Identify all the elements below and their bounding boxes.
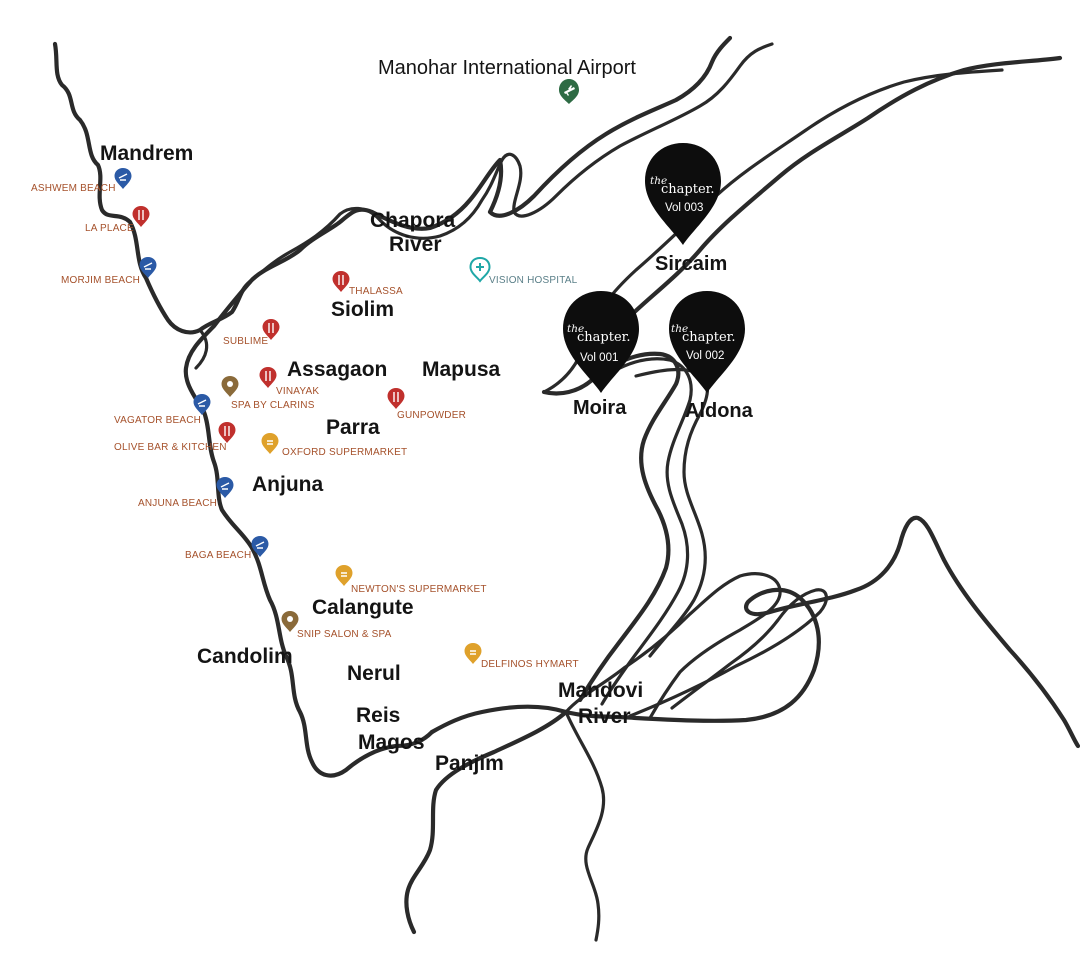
town-magos: Magos <box>358 731 425 754</box>
chapter-vol-label: Vol 003 <box>665 202 703 214</box>
town-parra: Parra <box>326 416 380 439</box>
chapter-brand-the: the <box>567 323 584 335</box>
restaurant-icon[interactable] <box>132 206 150 227</box>
restaurant-icon[interactable] <box>332 271 350 292</box>
river-label-mandovi-2: River <box>578 705 631 728</box>
town-reis: Reis <box>356 704 400 727</box>
poi-anjuna-beach: ANJUNA BEACH <box>138 498 217 509</box>
spa-icon[interactable] <box>221 376 239 397</box>
poi-pins: ASHWEM BEACH LA PLACE MORJIM BEACH THALA… <box>31 168 579 670</box>
beach-icon[interactable] <box>193 394 211 415</box>
restaurant-icon[interactable] <box>218 422 236 443</box>
town-mapusa: Mapusa <box>422 358 501 381</box>
airport[interactable]: Manohar International Airport <box>378 57 636 104</box>
poi-baga-beach: BAGA BEACH <box>185 550 251 561</box>
poi-thalassa: THALASSA <box>349 286 403 297</box>
chapter-brand-word: chapter. <box>661 182 715 197</box>
restaurant-icon[interactable] <box>387 388 405 409</box>
beach-icon[interactable] <box>139 257 157 278</box>
supermarket-icon[interactable] <box>335 565 353 586</box>
hospital-icon[interactable] <box>469 256 491 283</box>
river-label-mandovi-1: Mandovi <box>558 679 643 702</box>
chapter-brand-the: the <box>671 323 688 335</box>
chapter-pin-sircaim[interactable]: the chapter. Vol 003 <box>645 143 721 245</box>
aldona-river <box>600 357 693 706</box>
river-label-chapora-2: River <box>389 233 442 256</box>
poi-snip-salon: SNIP SALON & SPA <box>297 629 392 640</box>
rivers <box>52 35 1080 942</box>
airplane-icon <box>559 79 579 104</box>
supermarket-icon[interactable] <box>464 643 482 664</box>
poi-oxford-supermarket: OXFORD SUPERMARKET <box>282 447 407 458</box>
poi-ashwem-beach: ASHWEM BEACH <box>31 183 116 194</box>
poi-vinayak: VINAYAK <box>276 386 319 397</box>
town-calangute: Calangute <box>312 596 414 619</box>
chapter-pin-aldona[interactable]: the chapter. Vol 002 <box>669 291 745 393</box>
chapter-vol-label: Vol 001 <box>580 352 618 364</box>
town-siolim: Siolim <box>331 298 394 321</box>
airport-label: Manohar International Airport <box>378 57 636 79</box>
south-river <box>404 709 569 935</box>
poi-morjim-beach: MORJIM BEACH <box>61 275 140 286</box>
poi-gunpowder: GUNPOWDER <box>397 410 466 421</box>
chapter-brand-word: chapter. <box>577 330 631 345</box>
coastline-north <box>52 41 375 335</box>
town-labels: Mandrem Chapora River Siolim Assagaon Ma… <box>100 142 643 775</box>
beach-icon[interactable] <box>114 168 132 189</box>
chapter-vol-label: Vol 002 <box>686 350 724 362</box>
chapter-pin-moira[interactable]: the chapter. Vol 001 <box>563 291 639 393</box>
poi-newtons-supermarket: NEWTON'S SUPERMARKET <box>351 584 487 595</box>
chapter-brand-the: the <box>650 175 667 187</box>
town-nerul: Nerul <box>347 662 401 685</box>
poi-sublime: SUBLIME <box>223 336 268 347</box>
beach-icon[interactable] <box>216 477 234 498</box>
south-river-2 <box>564 710 606 942</box>
mandovi-river <box>429 515 1080 749</box>
chapter-place-aldona: Aldona <box>685 400 754 422</box>
chapter-place-sircaim: Sircaim <box>655 253 727 275</box>
poi-vagator-beach: VAGATOR BEACH <box>114 415 201 426</box>
poi-spa-by-clarins: SPA BY CLARINS <box>231 400 315 411</box>
poi-olive-bar: OLIVE BAR & KITCHEN <box>114 442 227 453</box>
town-anjuna: Anjuna <box>252 473 323 496</box>
town-assagaon: Assagaon <box>287 358 387 381</box>
chapora-river <box>369 35 733 231</box>
restaurant-icon[interactable] <box>262 319 280 340</box>
chapora-river-inner <box>248 42 774 284</box>
spa-icon[interactable] <box>281 611 299 632</box>
town-mandrem: Mandrem <box>100 142 193 165</box>
river-label-chapora-1: Chapora <box>370 209 456 232</box>
coastline-south <box>183 279 435 778</box>
poi-vision-hospital: VISION HOSPITAL <box>489 275 578 286</box>
chapter-brand-word: chapter. <box>682 330 736 345</box>
poi-delfinos: DELFINOS HYMART <box>481 659 579 670</box>
north-coast-inner <box>194 328 209 370</box>
chapter-place-moira: Moira <box>573 397 627 419</box>
beach-icon[interactable] <box>251 536 269 557</box>
restaurant-icon[interactable] <box>259 367 277 388</box>
town-candolim: Candolim <box>197 645 293 668</box>
mandovi-loop <box>628 588 828 718</box>
supermarket-icon[interactable] <box>261 433 279 454</box>
poi-la-place: LA PLACE <box>85 223 134 234</box>
town-panjim: Panjim <box>435 752 504 775</box>
